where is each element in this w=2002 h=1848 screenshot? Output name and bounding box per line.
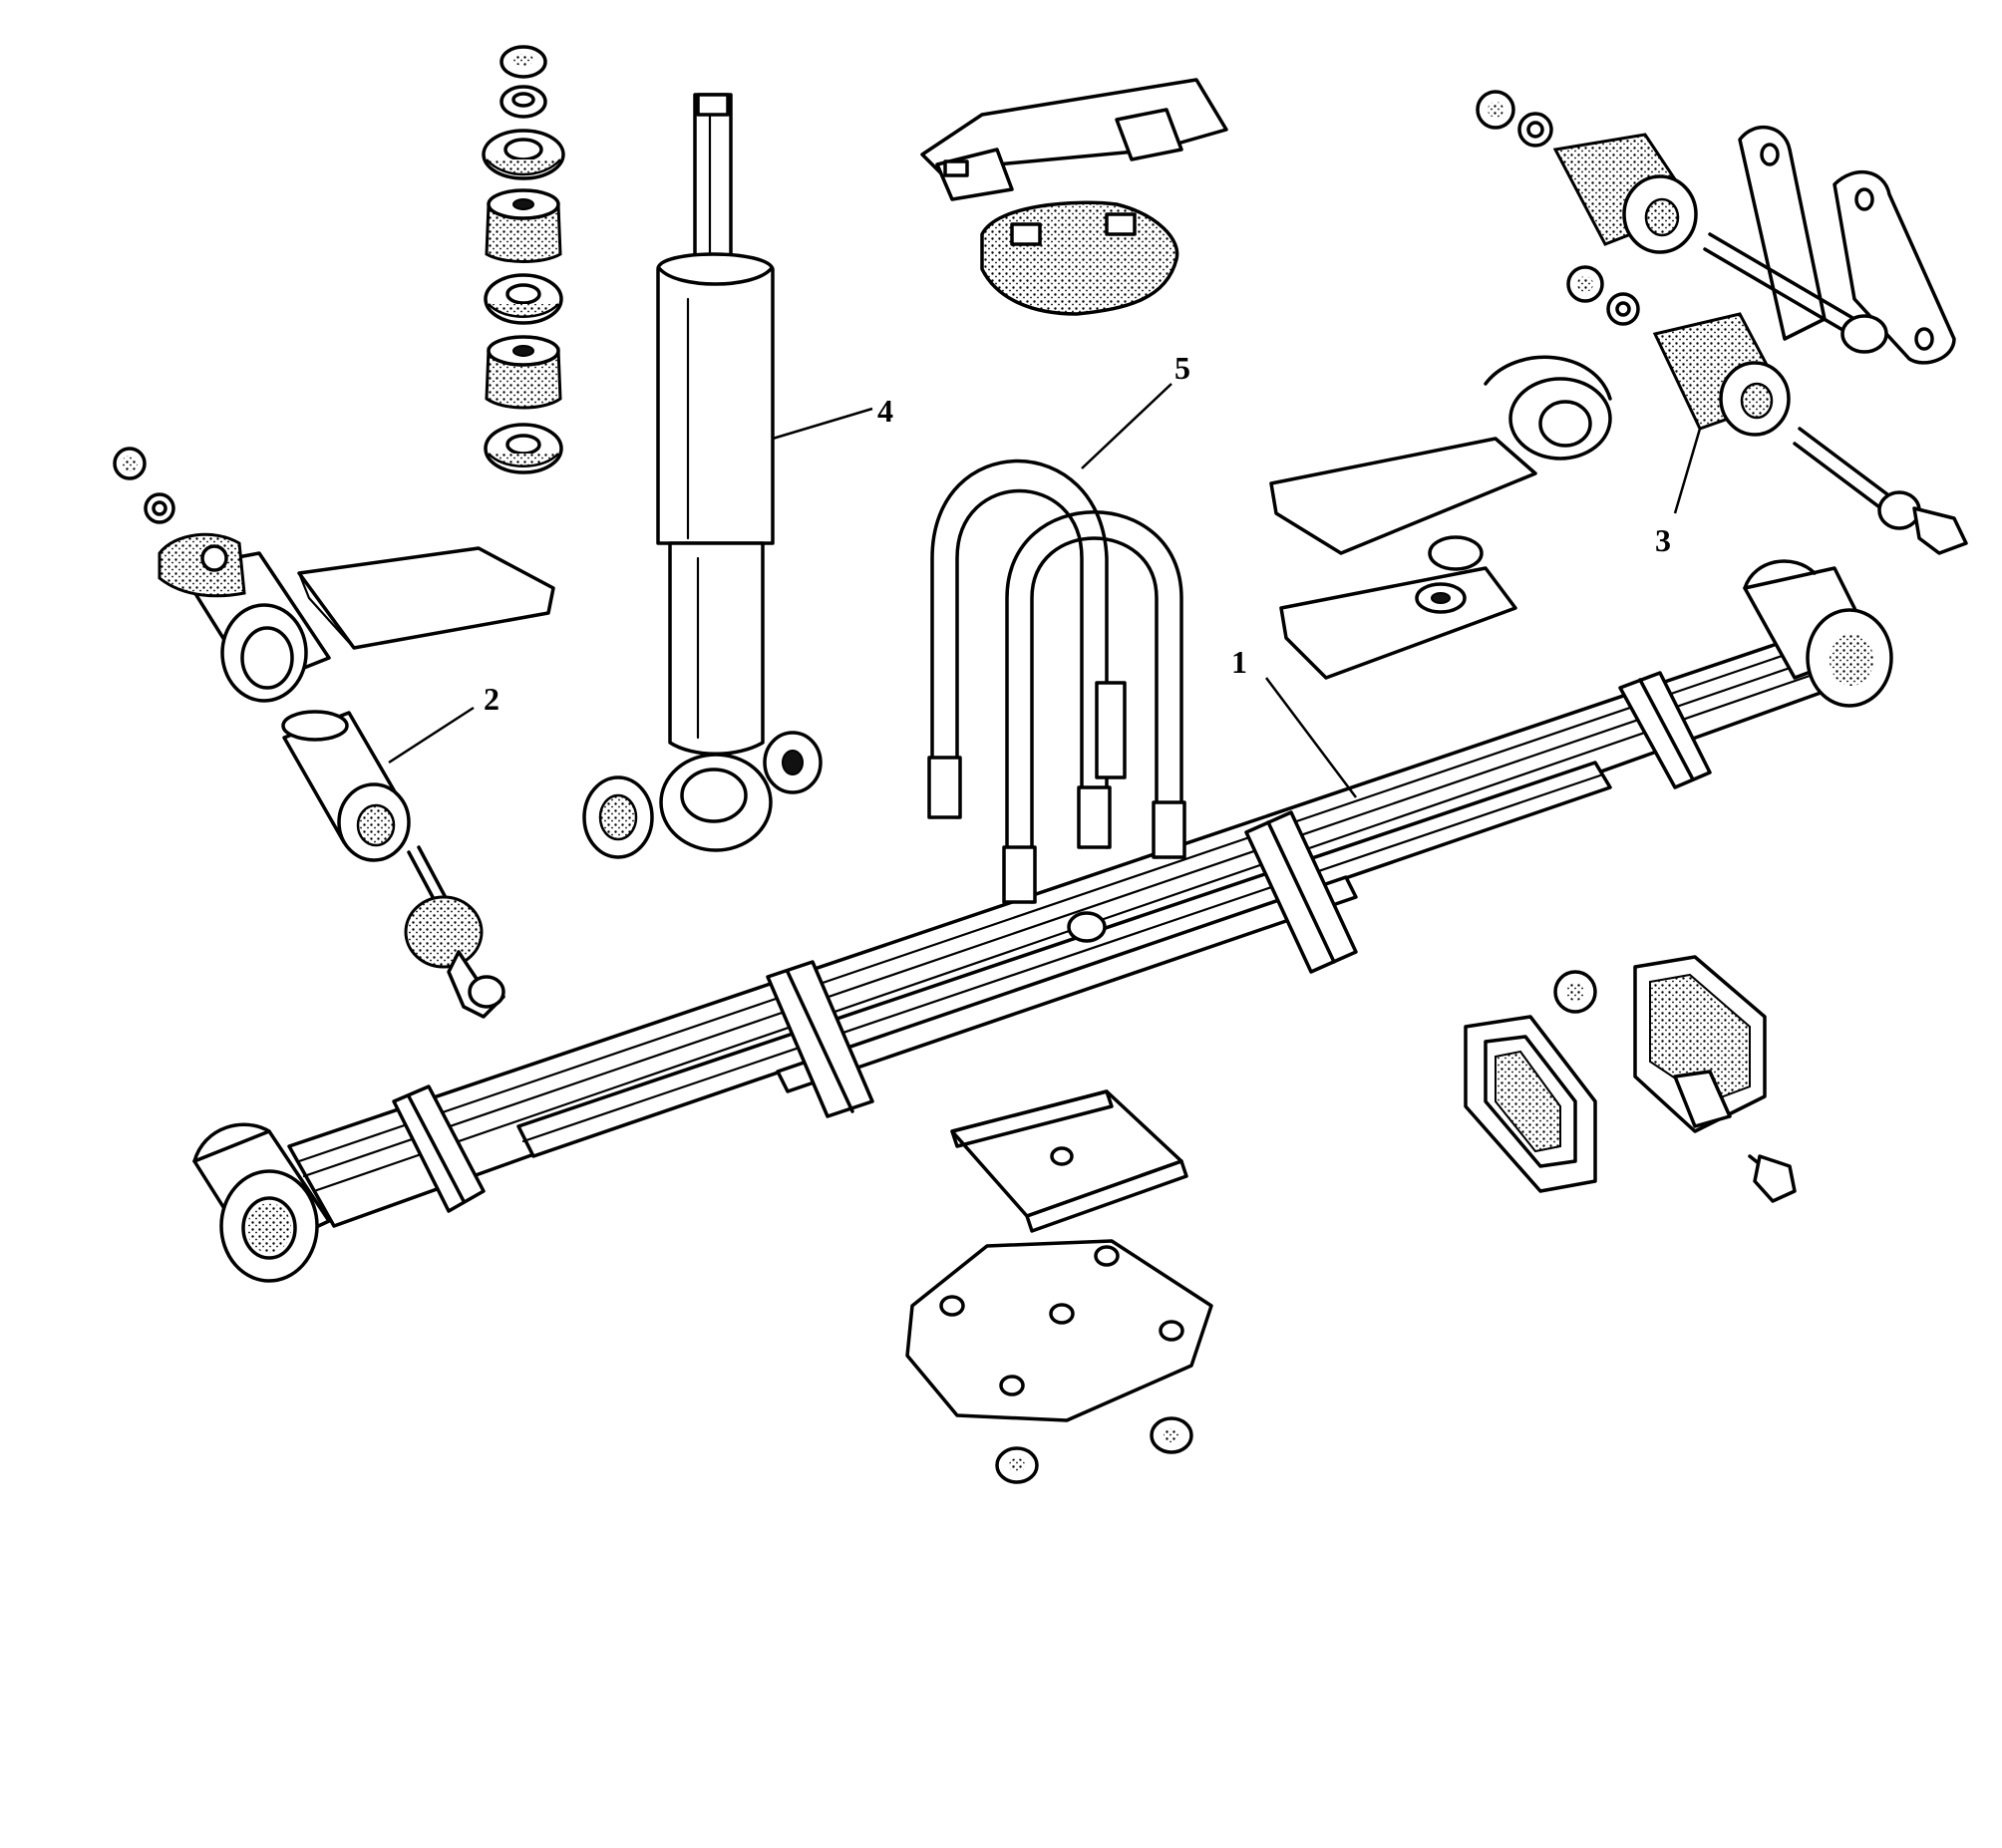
shock-lower-nut [763,731,823,794]
callout-4-label: 4 [877,393,893,429]
bracket-nut [1553,970,1597,1014]
spring-pad-upper [1269,355,1612,555]
shock-locknut [500,85,547,119]
shock-upper-body [656,252,775,545]
shock-rubber-lower [485,335,562,410]
callout-3: 3 [1655,428,1702,558]
shackle-bushing-upper [1552,133,1698,254]
shackle-mount-bracket [1633,955,1767,1133]
plate-nut-right [1150,1416,1193,1454]
front-hanger-bracket [158,532,555,703]
callout-5: 5 [1081,350,1190,469]
bump-stop-rubber [980,200,1179,316]
spring-clamp-plate [950,1089,1188,1233]
centre-bolt-head [1067,911,1107,943]
shock-cup-washer-middle [484,273,563,325]
front-hanger-washer [144,492,175,524]
spring-clip-3 [1244,810,1358,974]
u-bolt-front [1002,510,1186,904]
shock-lower-body [668,541,765,756]
shock-cup-washer-upper [482,129,565,180]
spring-clip-1 [392,1084,486,1213]
shock-rod [693,93,733,271]
callout-1: 1 [1231,644,1357,798]
shackle-bolt-upper [1703,232,1888,354]
shock-lower-eye [659,753,773,852]
shock-rubber-upper [485,188,562,263]
bump-stop-bracket [920,78,1228,201]
axle-mounting-plate [905,1239,1213,1422]
u-bolt-rear [927,459,1112,849]
callout-1-label: 1 [1231,644,1247,680]
shackle-bolt-lower [1793,427,1968,555]
callout-3-label: 3 [1655,522,1671,558]
front-bushing-bolt [404,845,505,1019]
shackle-plates [1738,125,1956,365]
shock-top-nut [500,45,547,79]
shackle-washers [1476,90,1640,326]
shock-lower-bush-left [582,775,654,859]
shackle-mount-box [1464,1015,1597,1193]
plate-nut-left [995,1446,1039,1484]
rear-spring-eye [1743,559,1893,708]
shock-absorber [582,93,823,859]
leaf-spring [192,559,1893,1283]
callout-2: 2 [388,681,500,765]
spring-clip-4 [1618,671,1712,789]
front-spring-eye [192,1122,331,1283]
bracket-bolt [1748,1154,1797,1203]
callout-5-label: 5 [1174,350,1190,386]
callout-2-label: 2 [484,681,500,717]
spring-clip-2 [766,960,874,1118]
front-eye-bushing [281,710,411,862]
callout-4: 4 [772,393,893,441]
spring-seat-plate [1279,535,1517,680]
shock-mount-parts [482,45,565,474]
shock-cup-washer-lower [484,423,563,474]
front-hanger-nut [113,447,147,480]
shackle-bushing-lower [1652,312,1791,437]
